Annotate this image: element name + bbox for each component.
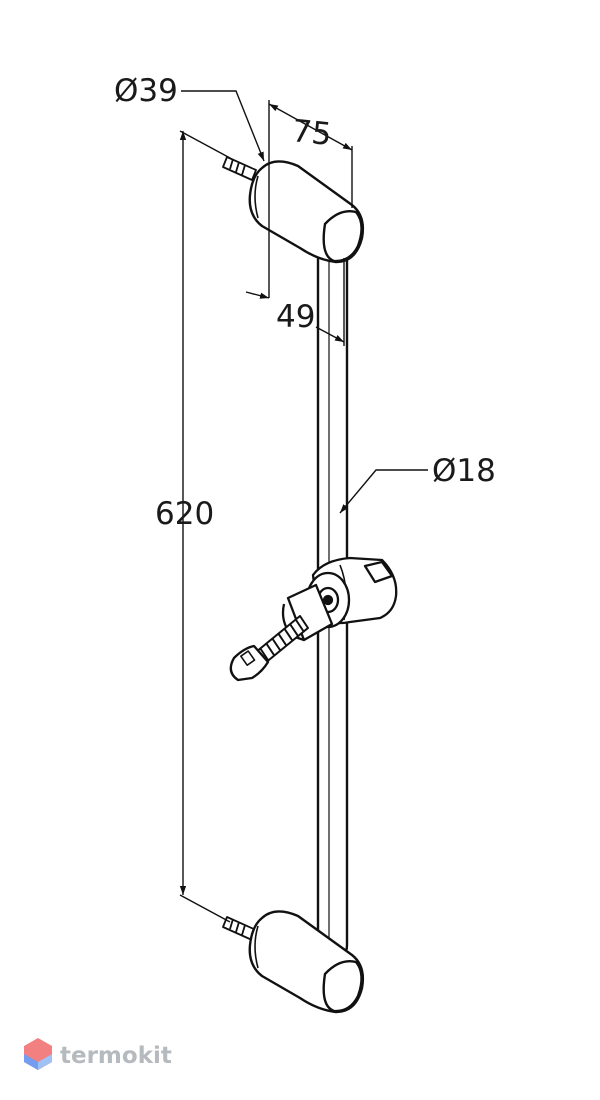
bar-offset-label: 49 (276, 299, 315, 335)
wall-offset-label: 75 (290, 113, 333, 153)
top-wall-bracket (222, 156, 365, 264)
top-screw (222, 156, 257, 181)
height-label: 620 (155, 496, 214, 532)
termokit-logo-icon (24, 1038, 52, 1070)
bottom-wall-bracket (222, 910, 365, 1014)
sliding-holder (229, 556, 398, 682)
watermark: termokit (24, 1038, 172, 1070)
holder-diameter-label: Ø39 (114, 73, 178, 109)
dimension-lines (179, 90, 428, 923)
bar-diameter-label: Ø18 (432, 453, 496, 489)
watermark-brand: termokit (60, 1043, 172, 1069)
